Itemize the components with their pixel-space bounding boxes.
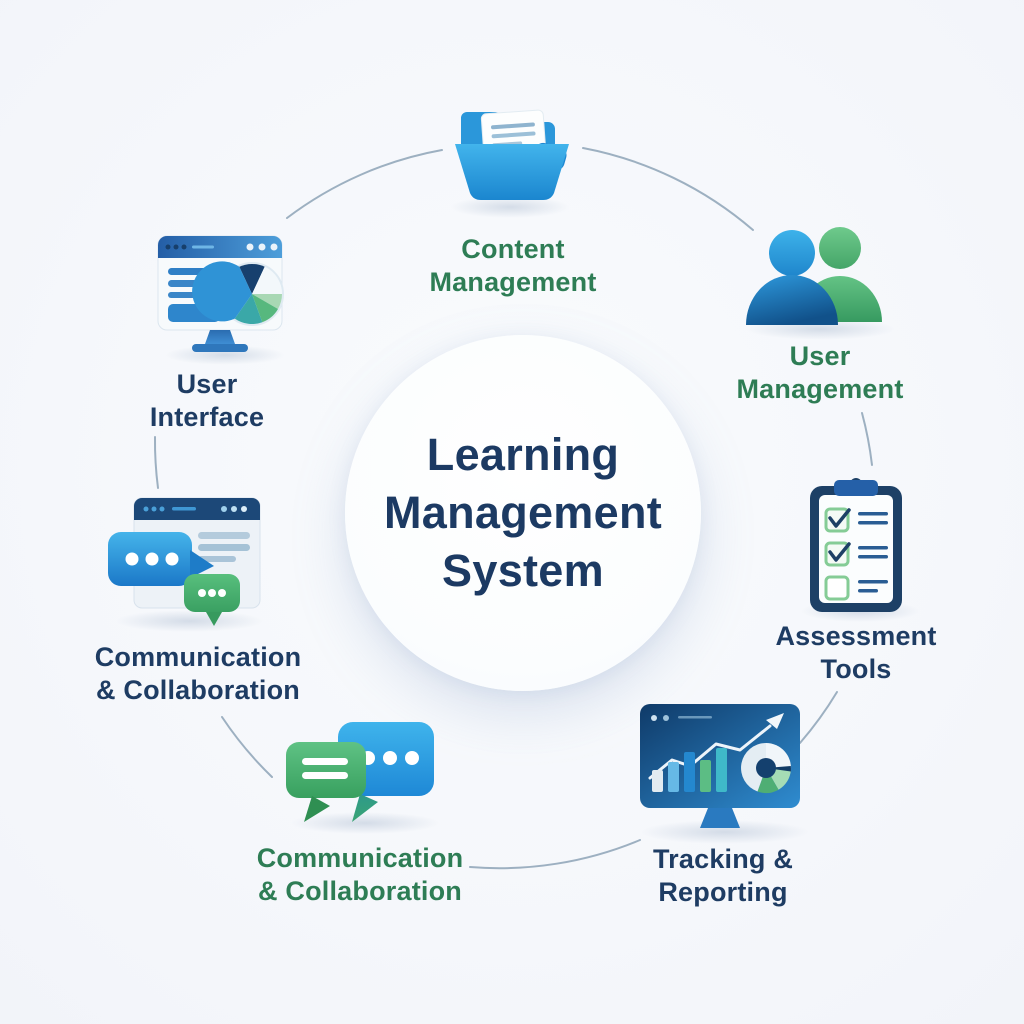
label-line: Communication: [94, 642, 302, 672]
node-content-management: [447, 96, 577, 215]
chat-bubbles-icon: [286, 722, 434, 822]
center-title-line1: Learning: [426, 429, 620, 480]
label-line: Communication: [256, 843, 464, 873]
label-line: Content: [461, 234, 565, 264]
label-line: Interface: [149, 402, 265, 432]
connector-arc: [286, 149, 443, 219]
node-communication-bottom: [282, 716, 438, 833]
label-line: User: [789, 341, 851, 371]
label-user-interface: User Interface: [150, 368, 264, 434]
center-title-line3: System: [442, 545, 604, 596]
label-line: & Collaboration: [257, 876, 462, 906]
label-line: & Collaboration: [95, 675, 300, 705]
label-communication-left: Communication & Collaboration: [95, 641, 302, 707]
connector-arc: [582, 147, 754, 231]
node-user-interface: [146, 230, 294, 361]
center-title: Learning Management System: [384, 426, 662, 600]
connector-arc: [861, 412, 873, 466]
label-line: Management: [429, 267, 597, 297]
label-assessment-tools: Assessment Tools: [775, 620, 936, 686]
icon-shadow: [290, 812, 440, 834]
node-user-management: [738, 222, 896, 337]
label-line: Tracking &: [652, 844, 794, 874]
label-line: Reporting: [658, 877, 788, 907]
icon-shadow: [450, 196, 570, 218]
chat-window-icon: [108, 497, 261, 626]
connector-arc: [469, 839, 641, 870]
label-content-management: Content Management: [429, 233, 596, 299]
icon-shadow: [115, 610, 265, 632]
ui-monitor-icon: [157, 235, 284, 352]
users-icon: [746, 227, 882, 325]
checklist-clipboard-icon: [810, 478, 902, 612]
label-line: Management: [736, 374, 904, 404]
center-title-line2: Management: [383, 487, 663, 538]
center-node: Learning Management System: [345, 335, 701, 691]
connector-arc: [799, 691, 838, 744]
label-line: User: [176, 369, 238, 399]
open-folder-icon: [455, 109, 569, 200]
node-assessment-tools: [800, 472, 912, 625]
connector-arc: [153, 436, 159, 489]
label-line: Tools: [820, 654, 892, 684]
analytics-monitor-icon: [640, 704, 800, 828]
label-user-management: User Management: [736, 340, 903, 406]
node-tracking-reporting: [634, 698, 806, 843]
node-communication-left: [106, 494, 266, 631]
label-line: Assessment: [775, 621, 937, 651]
label-communication-bottom: Communication & Collaboration: [257, 842, 464, 908]
label-tracking-reporting: Tracking & Reporting: [653, 843, 793, 909]
connector-arc: [221, 716, 273, 778]
